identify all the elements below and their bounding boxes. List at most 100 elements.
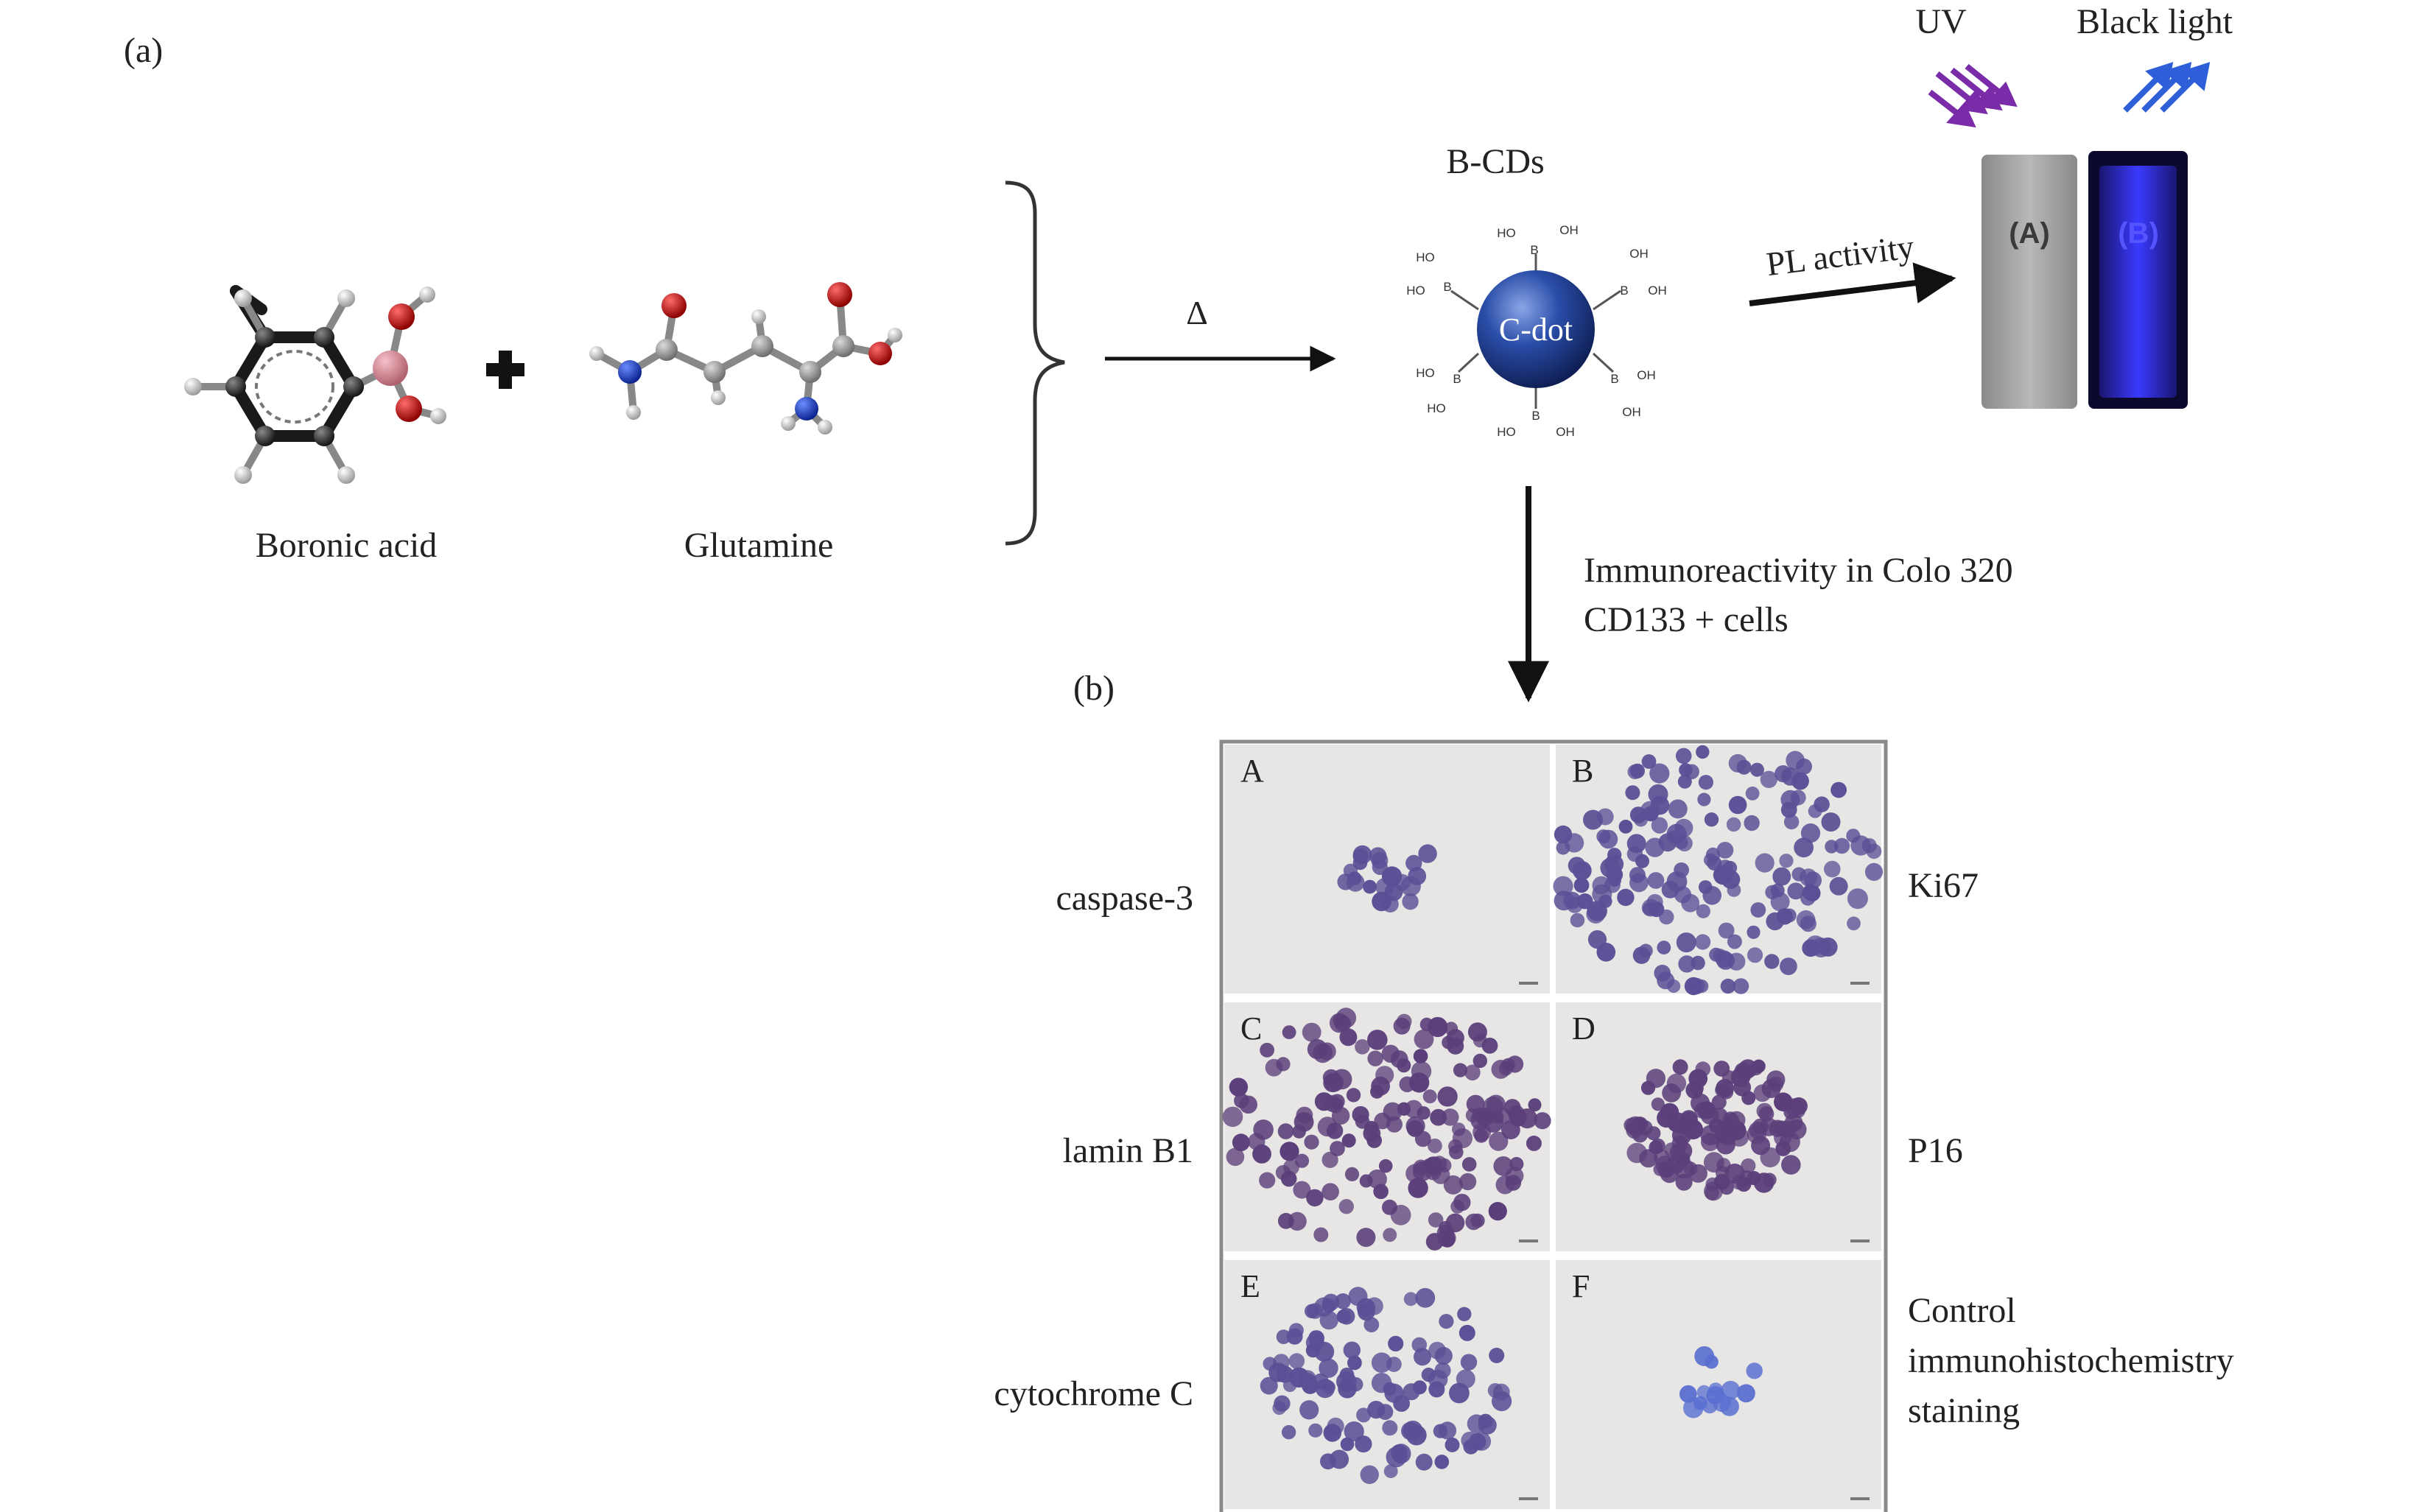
cell (1570, 913, 1585, 928)
cell (1355, 1039, 1370, 1055)
cell (1384, 1383, 1404, 1403)
cell (1450, 1199, 1465, 1214)
micrograph-panel-b: B (1553, 745, 1884, 996)
panel-b-label: (b) (1073, 669, 1115, 708)
cell (1566, 896, 1583, 913)
cell (1606, 866, 1624, 883)
cell (1640, 801, 1660, 821)
cell (1457, 1307, 1472, 1322)
cell (1657, 940, 1671, 954)
cdot-label: C-dot (1499, 312, 1573, 348)
cell (1756, 1103, 1773, 1119)
glutamine-label: Glutamine (684, 526, 834, 565)
cell (1791, 867, 1806, 882)
cell (1356, 1407, 1372, 1423)
black-light-label: Black light (2077, 2, 2233, 41)
cell (1229, 1077, 1249, 1097)
cell (1814, 796, 1830, 812)
cell (1474, 1128, 1489, 1143)
cell (1676, 932, 1696, 953)
cell (1641, 754, 1657, 769)
cell (1761, 1079, 1781, 1098)
cell (1324, 1072, 1344, 1092)
cell (1321, 1151, 1338, 1168)
cell (1461, 1431, 1478, 1449)
group-label: HO (1416, 250, 1435, 264)
cell (1338, 1199, 1355, 1214)
cell (1704, 812, 1719, 827)
group-label: HO (1406, 284, 1425, 298)
cell (1698, 775, 1713, 790)
cell (1370, 1085, 1384, 1099)
cell (1232, 1133, 1250, 1152)
cell (1288, 1353, 1305, 1369)
cell (1671, 1135, 1688, 1152)
cell (1864, 862, 1884, 881)
cell (1412, 1161, 1433, 1181)
black-light-arrows-icon (2123, 62, 2211, 113)
cell (1347, 1355, 1362, 1371)
cell (1335, 1293, 1351, 1309)
cell (1489, 1347, 1505, 1363)
cell (1553, 876, 1573, 896)
cell (1408, 1072, 1430, 1093)
cell (1268, 1362, 1288, 1382)
group-label: OH (1559, 223, 1579, 237)
cell (1708, 1382, 1723, 1397)
micrograph-letter: B (1572, 753, 1593, 789)
cell (1721, 1380, 1741, 1400)
group-label: B (1530, 243, 1538, 257)
cell (1413, 1049, 1428, 1063)
cell (1282, 1025, 1296, 1039)
cell (1689, 1081, 1704, 1096)
cell (1418, 844, 1437, 863)
cell (1802, 939, 1820, 957)
cell (1492, 1383, 1510, 1401)
cell (1428, 1138, 1442, 1153)
cell (1452, 1128, 1473, 1149)
cell (1344, 1421, 1364, 1442)
micrograph-panel-f: F (1556, 1260, 1881, 1509)
cell (1649, 763, 1670, 784)
cell (1388, 1335, 1404, 1351)
cell (1408, 867, 1427, 885)
cell (1305, 1343, 1321, 1358)
cell (1434, 1346, 1453, 1365)
cell (1415, 1453, 1433, 1471)
cell (1784, 1114, 1803, 1132)
cell (1779, 854, 1794, 868)
boronic-acid-label: Boronic acid (256, 526, 438, 565)
cell (1352, 1105, 1369, 1124)
cell (1367, 1030, 1388, 1050)
cell (1598, 829, 1618, 849)
cell (1697, 792, 1711, 806)
cell (1770, 892, 1790, 912)
cell (1749, 762, 1764, 777)
cell (1319, 1358, 1338, 1378)
vial-b-label: (B) (2118, 217, 2159, 250)
cell (1804, 871, 1822, 890)
cell (1322, 1293, 1340, 1311)
cell (1304, 1134, 1319, 1150)
cell (1252, 1144, 1271, 1164)
cell (1340, 1377, 1354, 1391)
cell (1647, 872, 1665, 889)
cell (1629, 873, 1649, 893)
cell (1718, 922, 1735, 939)
cell (1821, 812, 1841, 832)
cell (1286, 1328, 1303, 1345)
cell (1505, 1167, 1524, 1185)
cell (1447, 1038, 1464, 1055)
group-label: HO (1497, 226, 1516, 240)
cell (1677, 774, 1692, 789)
cell (1433, 1424, 1448, 1438)
cell (1764, 954, 1780, 969)
cell (1363, 1317, 1380, 1333)
vial-a-label: (A) (2009, 217, 2050, 250)
cell (1711, 1094, 1727, 1110)
cell (1293, 1181, 1311, 1199)
cell (1417, 1106, 1431, 1120)
cell (1723, 860, 1738, 875)
pl-activity-label: PL activity (1764, 228, 1916, 283)
curly-brace (1005, 180, 1065, 546)
